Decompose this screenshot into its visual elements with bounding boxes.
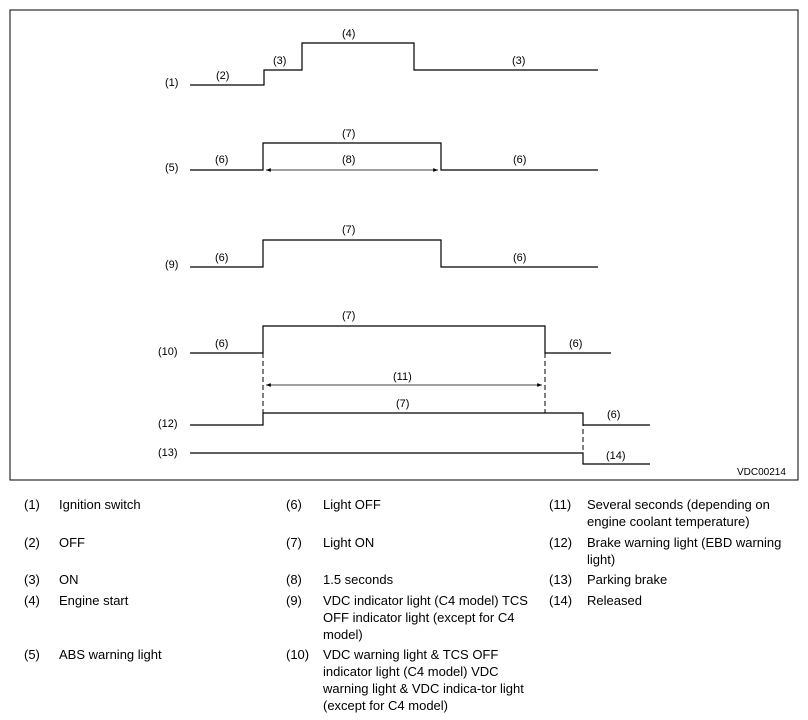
label-vdc-warn-off-1: (6) bbox=[215, 338, 228, 350]
legend-description: Parking brake bbox=[587, 572, 668, 587]
legend-number: (8) bbox=[286, 572, 302, 587]
label-parking-released: (14) bbox=[606, 450, 626, 462]
legend-description: OFF bbox=[59, 535, 85, 550]
label-ignition-off: (2) bbox=[216, 70, 229, 82]
legend-number: (3) bbox=[24, 572, 40, 587]
legend-number: (6) bbox=[286, 497, 302, 512]
waveform-vdc-warning bbox=[190, 325, 611, 354]
label-vdc-warn-on: (7) bbox=[342, 310, 355, 322]
legend-description: Brake warning light (EBD warning light) bbox=[587, 535, 782, 567]
signal-label-ignition: (1) bbox=[165, 77, 178, 89]
signal-label-vdc-warning: (10) bbox=[158, 346, 178, 358]
waveform-vdc-indicator bbox=[190, 239, 598, 268]
figure-id: VDC00214 bbox=[737, 467, 786, 478]
legend-number: (10) bbox=[286, 647, 310, 662]
label-abs-on: (7) bbox=[342, 128, 355, 140]
legend-number: (1) bbox=[24, 497, 40, 512]
label-vdc-ind-on: (7) bbox=[342, 224, 355, 236]
label-vdc-ind-off-2: (6) bbox=[513, 252, 526, 264]
label-several-seconds: (11) bbox=[393, 371, 412, 383]
waveform-ignition bbox=[190, 42, 598, 86]
legend-description: Ignition switch bbox=[59, 497, 141, 512]
label-ignition-on-1: (3) bbox=[273, 55, 286, 67]
legend-description: Light OFF bbox=[323, 497, 381, 512]
label-vdc-ind-off-1: (6) bbox=[215, 252, 228, 264]
signal-label-brake-warning: (12) bbox=[158, 418, 178, 430]
legend-number: (12) bbox=[549, 535, 573, 550]
label-abs-duration: (8) bbox=[342, 154, 355, 166]
waveform-brake-warning bbox=[190, 412, 650, 426]
label-engine-start: (4) bbox=[342, 28, 355, 40]
legend-description: Engine start bbox=[59, 593, 129, 608]
legend-description: ON bbox=[59, 572, 79, 587]
legend-number: (4) bbox=[24, 593, 40, 608]
legend-number: (11) bbox=[549, 497, 572, 512]
signal-label-abs: (5) bbox=[165, 162, 178, 174]
legend-description: VDC indicator light (C4 model) TCS OFF i… bbox=[323, 593, 528, 642]
legend-number: (5) bbox=[24, 647, 40, 662]
label-vdc-warn-off-2: (6) bbox=[569, 338, 582, 350]
legend-description: Several seconds (depending on engine coo… bbox=[587, 497, 770, 529]
label-abs-off-2: (6) bbox=[513, 154, 526, 166]
legend-description: Released bbox=[587, 593, 642, 608]
legend-number: (13) bbox=[549, 572, 573, 587]
legend-number: (7) bbox=[286, 535, 302, 550]
label-abs-off-1: (6) bbox=[215, 154, 228, 166]
legend-number: (9) bbox=[286, 593, 302, 608]
waveform-abs bbox=[190, 142, 598, 171]
label-brake-on: (7) bbox=[396, 398, 409, 410]
legend-description: ABS warning light bbox=[59, 647, 162, 662]
legend-description: VDC warning light & TCS OFF indicator li… bbox=[323, 647, 524, 713]
waveform-parking-brake bbox=[190, 452, 650, 465]
timing-diagram: (1) (5) (9) (10) (12) (13) (2) (3) (4) (… bbox=[9, 9, 799, 481]
legend-description: Light ON bbox=[323, 535, 375, 550]
legend-number: (2) bbox=[24, 535, 40, 550]
legend-description: 1.5 seconds bbox=[323, 572, 394, 587]
label-ignition-on-2: (3) bbox=[512, 55, 525, 67]
legend-number: (14) bbox=[549, 593, 573, 608]
signal-label-parking-brake: (13) bbox=[158, 447, 178, 459]
signal-label-vdc-indicator: (9) bbox=[165, 259, 178, 271]
label-brake-off: (6) bbox=[607, 409, 620, 421]
diagram-frame bbox=[9, 9, 799, 481]
